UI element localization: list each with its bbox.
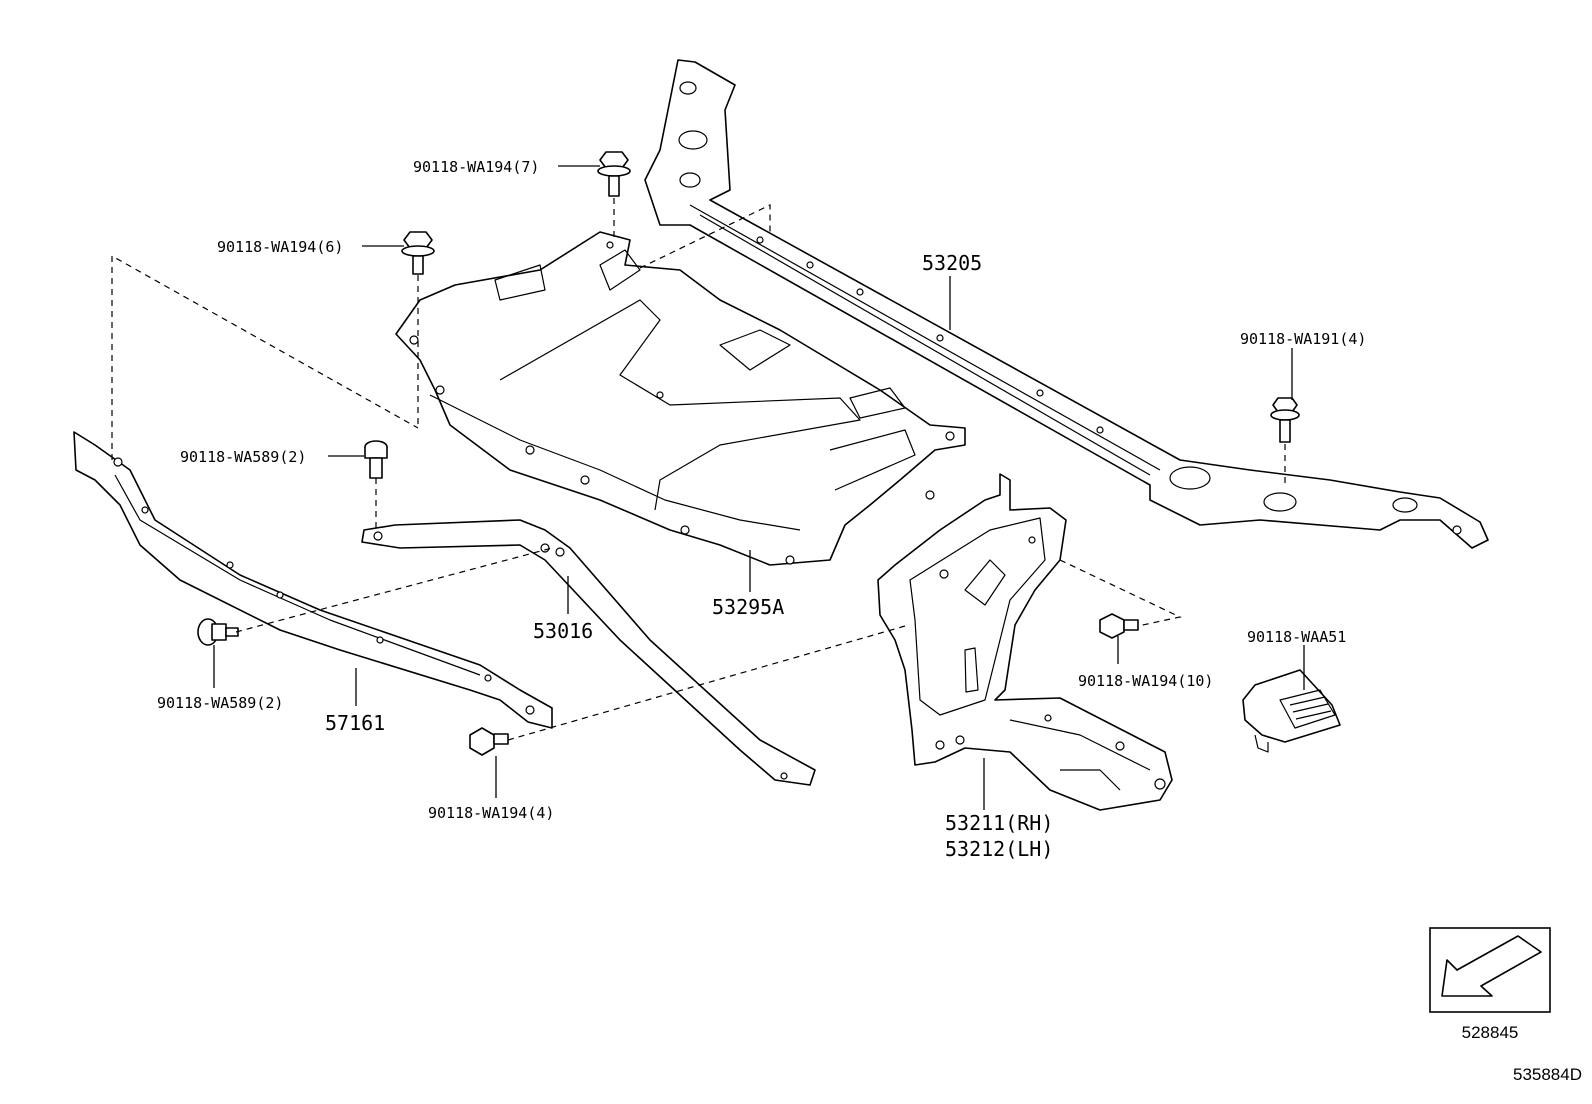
bolt-589-left-icon <box>197 618 239 646</box>
lower-cover-part <box>395 231 966 566</box>
label-screw-589-top: 90118-WA589(2) <box>180 448 306 466</box>
direction-box <box>1429 927 1551 1013</box>
fastener-paths <box>111 198 1286 741</box>
bolt-194-10-icon <box>1099 613 1139 639</box>
upper-support-part <box>644 59 1489 549</box>
label-clip-waa51: 90118-WAA51 <box>1247 628 1346 646</box>
label-lower-cover: 53295A <box>712 595 784 619</box>
label-bracket-lh: 53212(LH) <box>945 837 1053 861</box>
label-bolt-194-10: 90118-WA194(10) <box>1078 672 1213 690</box>
figure-code: 535884D <box>1513 1065 1582 1084</box>
label-upper-support: 53205 <box>922 251 982 275</box>
label-bolt-6: 90118-WA194(6) <box>217 238 343 256</box>
bolt-7-icon <box>597 151 631 197</box>
brace-part <box>361 519 816 786</box>
screw-589-top-icon <box>364 440 388 479</box>
label-brace: 53016 <box>533 619 593 643</box>
direction-box-code: 528845 <box>1462 1023 1519 1042</box>
lower-beam-part <box>73 431 553 729</box>
side-bracket-part <box>877 473 1173 811</box>
bolt-194-4-icon <box>469 727 509 756</box>
label-bolt-589-left: 90118-WA589(2) <box>157 694 283 712</box>
bolt-191-icon <box>1270 397 1300 443</box>
label-bolt-194-4: 90118-WA194(4) <box>428 804 554 822</box>
label-bolt-191: 90118-WA191(4) <box>1240 330 1366 348</box>
clip-part <box>1242 669 1341 753</box>
front-direction-arrow-icon <box>1441 935 1542 997</box>
label-bolt-7: 90118-WA194(7) <box>413 158 539 176</box>
leader-lines <box>213 165 1305 810</box>
bolt-6-icon <box>401 231 435 275</box>
label-lower-beam: 57161 <box>325 711 385 735</box>
label-bracket-rh: 53211(RH) <box>945 811 1053 835</box>
